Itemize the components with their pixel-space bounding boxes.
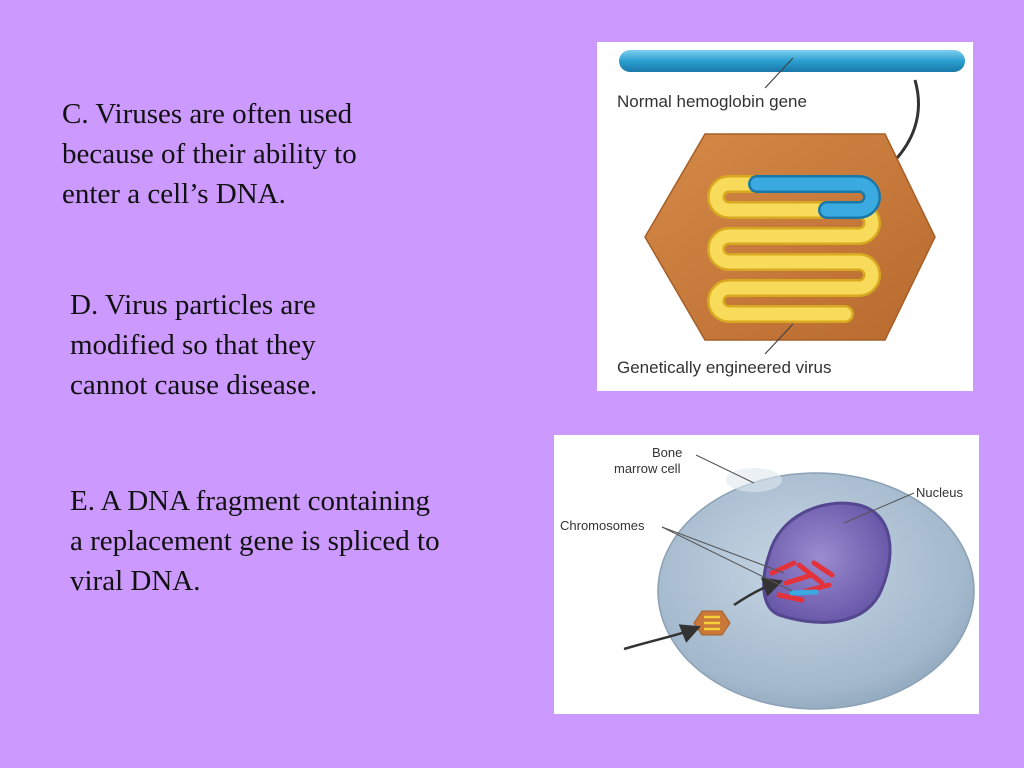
paragraph-d: D. Virus particles are modified so that … (70, 289, 318, 401)
engineered-virus-diagram: Normal hemoglobin gene Genetically engin… (617, 50, 965, 377)
bone-marrow-cell-figure: Bone marrow cell Nucleus Chromosomes (554, 435, 979, 714)
engineered-virus-figure: Normal hemoglobin gene Genetically engin… (597, 42, 973, 391)
paragraph-c: C. Viruses are often used because of the… (62, 98, 357, 210)
virus-leader-line (764, 323, 794, 355)
entry-arrow (623, 624, 701, 651)
chromosome-leader-line-1 (661, 526, 785, 574)
label-nucleus: Nucleus (916, 485, 963, 500)
label-normal-hemoglobin-gene: Normal hemoglobin gene (617, 92, 807, 111)
label-genetically-engineered-virus: Genetically engineered virus (617, 358, 832, 377)
delivery-arrow (733, 577, 784, 607)
label-marrow-cell: marrow cell (614, 461, 681, 476)
small-virus-dna (704, 615, 720, 631)
bone-marrow-cell-diagram: Bone marrow cell Nucleus Chromosomes (560, 445, 975, 710)
bone-leader-line (695, 454, 755, 484)
cell-highlight (726, 468, 782, 492)
hemoglobin-gene-rod (619, 50, 965, 72)
paragraph-e: E. A DNA fragment containing a replaceme… (70, 485, 440, 597)
chromosome-leader-line-2 (661, 526, 793, 592)
inserted-gene (750, 177, 879, 217)
nucleus-leader-line (843, 492, 915, 524)
chromosomes (769, 560, 835, 603)
label-chromosomes: Chromosomes (560, 518, 645, 533)
label-bone: Bone (652, 445, 682, 460)
viral-dna (709, 177, 879, 321)
gene-leader-line (764, 57, 794, 89)
